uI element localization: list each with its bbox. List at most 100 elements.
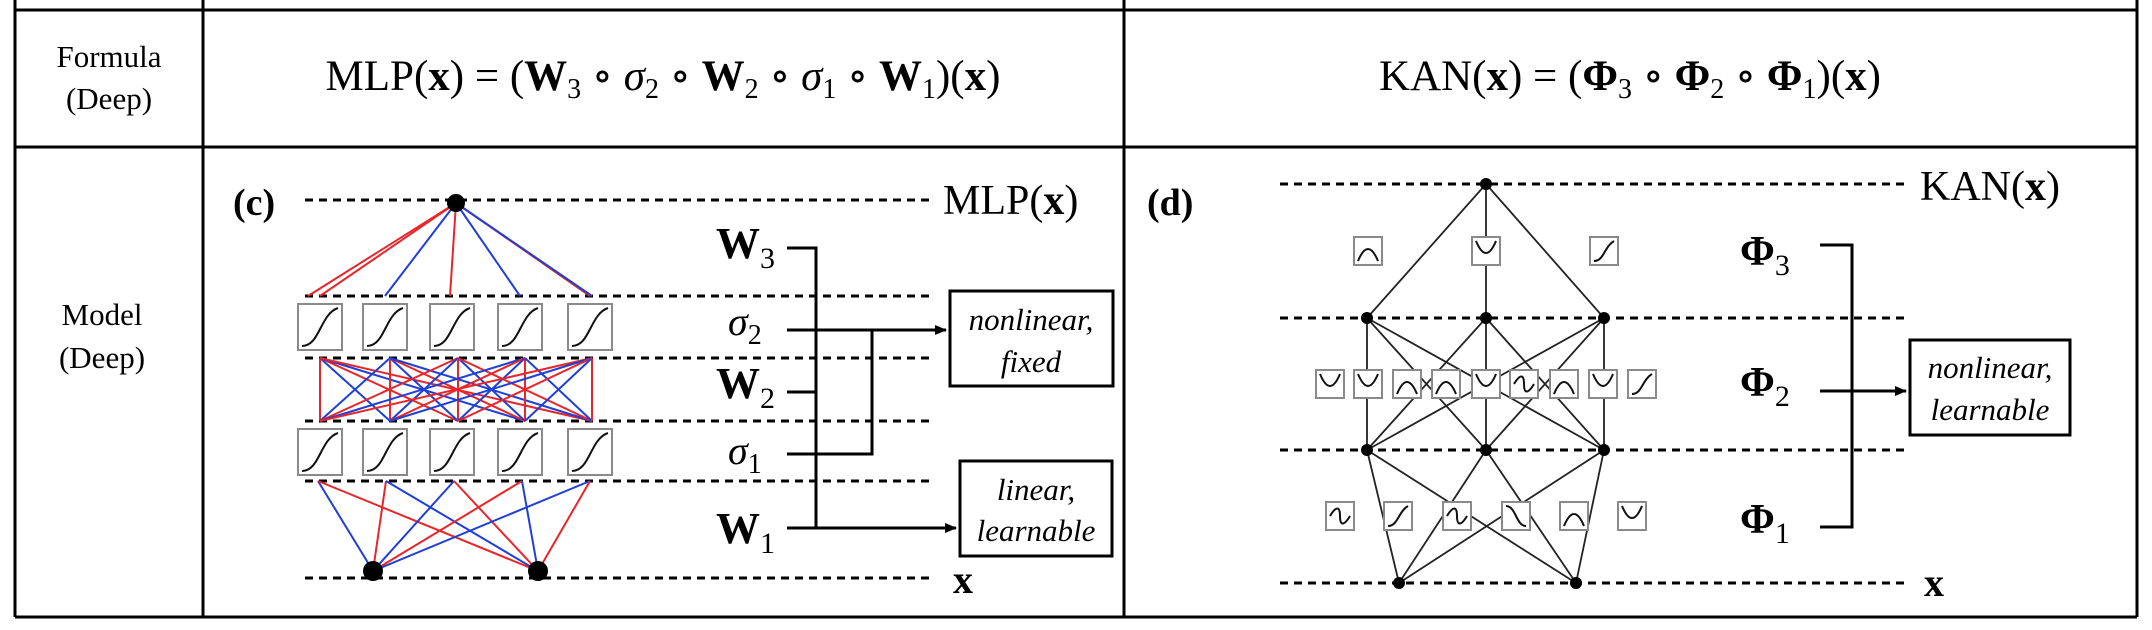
mlp-output-label: MLP(x) bbox=[943, 178, 1078, 224]
mlp-linear-box-line2: learnable bbox=[977, 513, 1096, 548]
kan-phi1-activation-icon-curve bbox=[1446, 507, 1468, 525]
mlp-edge-bottom bbox=[372, 480, 523, 572]
kan-label-phi1: Φ1 bbox=[1740, 497, 1790, 550]
mlp-panel: (c) MLP(x) x W3 σ2 W2 σ1 W1 bbox=[233, 178, 1115, 602]
mlp-activation-boxes bbox=[297, 303, 613, 476]
mlp-edge-bottom bbox=[317, 480, 539, 572]
mlp-sigma2-activation-icon bbox=[429, 303, 475, 351]
kan-phi2-activation-icon-curve bbox=[1396, 381, 1418, 395]
mlp-edge-top bbox=[455, 202, 521, 297]
kan-edge bbox=[1575, 449, 1605, 584]
kan-node bbox=[1393, 577, 1405, 589]
mlp-sigma1-activation-icon-curve bbox=[501, 432, 539, 472]
kan-phi2-activation-icon-curve bbox=[1592, 373, 1614, 387]
mlp-edge-mid bbox=[319, 357, 526, 422]
kan-node bbox=[1598, 444, 1610, 456]
kan-phi2-activation-icon-curve bbox=[1631, 373, 1653, 395]
mlp-edge-top bbox=[384, 202, 457, 297]
kan-node bbox=[1480, 444, 1492, 456]
kan-phi1-activation-icon-curve bbox=[1387, 505, 1409, 527]
kan-phi1-activation-icon-curve bbox=[1329, 507, 1351, 525]
mlp-sigma2-activation-icon-curve bbox=[571, 307, 609, 347]
kan-phi1-activation-icon-curve bbox=[1621, 505, 1643, 519]
mlp-sigma1-activation-icon bbox=[429, 428, 475, 476]
mlp-edge-top bbox=[455, 202, 593, 297]
kan-nonlinear-box-line2: learnable bbox=[1931, 392, 2050, 427]
kan-phi1-activation-icon-curve bbox=[1563, 513, 1585, 527]
kan-nonlinear-box-line1: nonlinear, bbox=[1928, 350, 2053, 385]
kan-phi2-activation-icon-curve bbox=[1553, 381, 1575, 395]
mlp-edge-bottom bbox=[372, 480, 455, 572]
kan-edge bbox=[1366, 317, 1487, 451]
mlp-sigma2-activation-icon bbox=[362, 303, 408, 351]
formula-row-label-line1: Formula bbox=[56, 39, 161, 74]
mlp-sigma2-activation-icon bbox=[497, 303, 543, 351]
mlp-nonlinear-box-line2: fixed bbox=[1001, 344, 1062, 379]
mlp-edge-mid bbox=[389, 357, 593, 422]
mlp-linear-learnable-box bbox=[958, 459, 1114, 558]
mlp-edge-bottom bbox=[385, 480, 539, 572]
model-row-label-line2: (Deep) bbox=[59, 340, 145, 375]
kan-panel: (d) KAN(x) x Φ3 Φ2 Φ1 nonlinear, learnab… bbox=[1147, 164, 2072, 605]
kan-nonlinear-learnable-box bbox=[1908, 338, 2072, 437]
mlp-nonlinear-fixed-box bbox=[948, 289, 1115, 388]
formula-row-label-line2: (Deep) bbox=[66, 81, 152, 116]
mlp-sigma2-activation-icon-curve bbox=[301, 307, 339, 347]
kan-phi3-activation-icon-curve bbox=[1593, 240, 1615, 262]
kan-phi3-activation-icon-curve bbox=[1475, 240, 1497, 254]
mlp-edge-mid bbox=[319, 357, 391, 422]
mlp-sigma1-activation-icon-curve bbox=[301, 432, 339, 472]
mlp-input-node-1 bbox=[363, 561, 383, 581]
kan-phi2-activation-icon-curve bbox=[1513, 375, 1535, 393]
kan-label-phi2: Φ2 bbox=[1740, 360, 1790, 413]
mlp-edge-bottom bbox=[537, 480, 591, 572]
mlp-input-node-2 bbox=[528, 561, 548, 581]
kan-node bbox=[1480, 312, 1492, 324]
kan-label-phi3: Φ3 bbox=[1740, 229, 1790, 282]
mlp-edge-bottom bbox=[317, 480, 374, 572]
mlp-sigma1-activation-icon bbox=[362, 428, 408, 476]
mlp-brackets bbox=[787, 246, 957, 533]
mlp-sigma2-activation-icon-curve bbox=[366, 307, 404, 347]
mlp-sigma1-activation-icon-curve bbox=[433, 432, 471, 472]
mlp-input-label: x bbox=[953, 557, 973, 602]
mlp-edges bbox=[307, 202, 593, 572]
mlp-sigma2-activation-icon-curve bbox=[501, 307, 539, 347]
mlp-dashed-levels bbox=[305, 198, 935, 580]
kan-phi1-activation-icon-curve bbox=[1505, 505, 1527, 527]
mlp-label-w3: W3 bbox=[716, 219, 775, 275]
mlp-edge-top bbox=[319, 202, 457, 297]
mlp-edge-bottom bbox=[453, 480, 539, 572]
kan-node bbox=[1361, 444, 1373, 456]
model-row-label-line1: Model bbox=[62, 297, 143, 332]
mlp-edge-bottom bbox=[521, 480, 539, 572]
mlp-edge-top bbox=[307, 202, 457, 297]
mlp-edge-mid bbox=[524, 357, 593, 422]
mlp-panel-label: (c) bbox=[233, 182, 275, 224]
kan-phi2-activation-icon-curve bbox=[1435, 381, 1457, 395]
mlp-output-node bbox=[447, 194, 465, 212]
mlp-formula: MLP(x) = (W3 ∘ σ2 ∘ W2 ∘ σ1 ∘ W1)(x) bbox=[326, 53, 1001, 105]
kan-edge bbox=[1485, 317, 1605, 451]
mlp-label-w1: W1 bbox=[716, 504, 775, 560]
mlp-edge-bottom bbox=[372, 480, 591, 572]
kan-formula: KAN(x) = (Φ3 ∘ Φ2 ∘ Φ1)(x) bbox=[1379, 53, 1881, 105]
mlp-sigma1-activation-icon bbox=[497, 428, 543, 476]
mlp-sigma2-activation-icon-curve bbox=[433, 307, 471, 347]
mlp-sigma2-activation-icon bbox=[297, 303, 343, 351]
kan-phi3-activation-icon-curve bbox=[1357, 248, 1379, 262]
mlp-sigma1-activation-icon bbox=[567, 428, 613, 476]
mlp-linear-box-line1: linear, bbox=[997, 472, 1075, 507]
kan-node bbox=[1570, 577, 1582, 589]
mlp-edge-top bbox=[449, 202, 457, 297]
mlp-sigma1-activation-icon bbox=[297, 428, 343, 476]
kan-edge bbox=[1485, 183, 1605, 319]
kan-panel-label: (d) bbox=[1147, 182, 1193, 224]
kan-node bbox=[1598, 312, 1610, 324]
mlp-label-w2: W2 bbox=[716, 359, 775, 415]
kan-activation-boxes bbox=[1315, 236, 1657, 531]
kan-bracket bbox=[1820, 243, 1907, 529]
mlp-sigma1-activation-icon-curve bbox=[366, 432, 404, 472]
kan-phi2-activation-icon-curve bbox=[1357, 373, 1379, 387]
